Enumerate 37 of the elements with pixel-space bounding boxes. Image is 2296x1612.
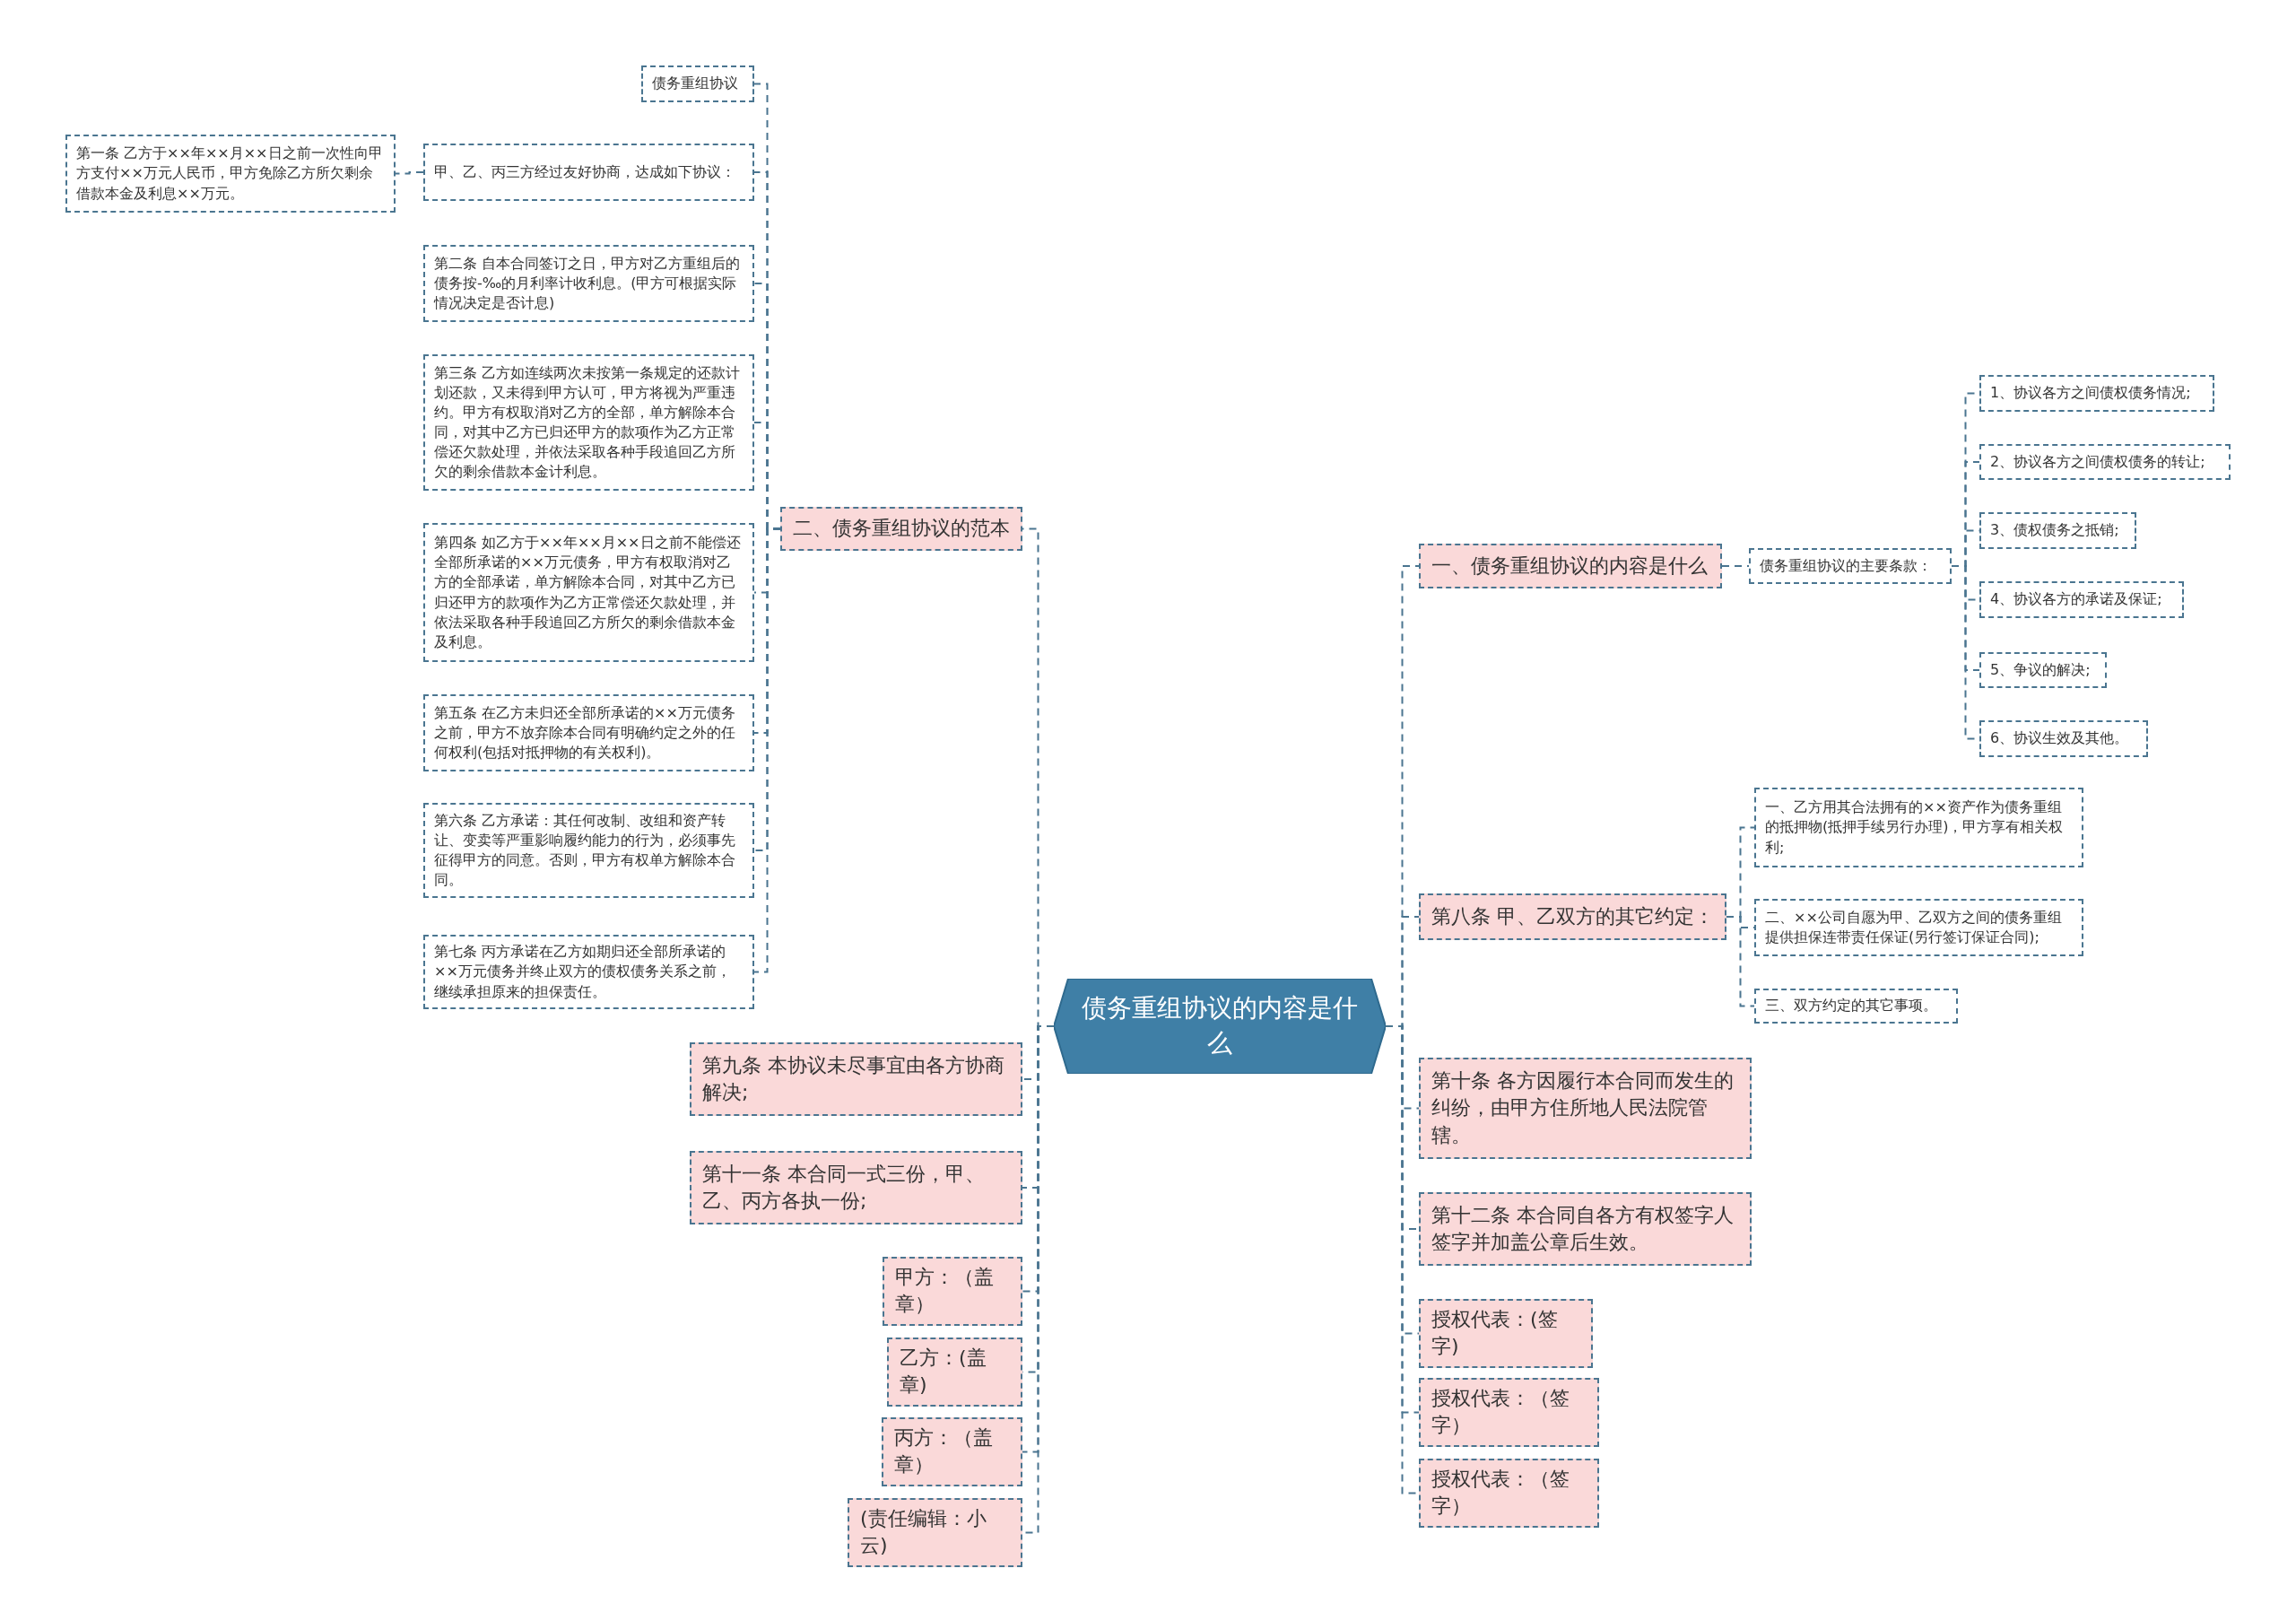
topic-box: 第九条 本协议未尽事宜由各方协商解决; <box>690 1042 1022 1116</box>
note-box: 2、协议各方之间债权债务的转让; <box>1979 444 2231 480</box>
note-box: 第五条 在乙方未归还全部所承诺的××万元债务之前，甲方不放弃除本合同有明确约定之外的任何权利(包括对抵押物的有关权利)。 <box>423 694 754 771</box>
topic-box: 二、债务重组协议的范本 <box>780 507 1022 551</box>
connector <box>1726 916 1755 1007</box>
topic-box: 第十二条 本合同自各方有权签字人签字并加盖公章后生效。 <box>1419 1192 1752 1266</box>
note-box: 4、协议各方的承诺及保证; <box>1979 581 2184 618</box>
note-box: 第一条 乙方于××年××月××日之前一次性向甲方支付××万元人民币，甲方免除乙方所欠剩余借款本金及利息××万元。 <box>65 135 396 213</box>
note-box: 6、协议生效及其他。 <box>1979 720 2148 757</box>
note-box: 1、协议各方之间债权债务情况; <box>1979 375 2214 412</box>
note-box: 一、乙方用其合法拥有的××资产作为债务重组的抵押物(抵押手续另行办理)，甲方享有相关权利; <box>1754 788 2083 867</box>
connector <box>1721 565 1750 567</box>
topic-box: 一、债务重组协议的内容是什么 <box>1419 544 1722 588</box>
central-topic: 债务重组协议的内容是什么 <box>1054 979 1386 1074</box>
note-box: 第二条 自本合同签订之日，甲方对乙方重组后的债务按-‰的月利率计收利息。(甲方可根据实际情况决定是否计息) <box>423 245 754 322</box>
topic-box: 授权代表：（签字） <box>1419 1378 1599 1447</box>
topic-box: (责任编辑：小云) <box>848 1498 1022 1567</box>
note-box: 第七条 丙方承诺在乙方如期归还全部所承诺的××万元债务并终止双方的债权债务关系之前，继续承担原来的担保责任。 <box>423 935 754 1009</box>
topic-box: 授权代表：（签字） <box>1419 1459 1599 1528</box>
note-box: 5、争议的解决; <box>1979 652 2107 688</box>
topic-box: 第十条 各方因履行本合同而发生的纠纷，由甲方住所地人民法院管辖。 <box>1419 1058 1752 1159</box>
note-box: 债务重组协议 <box>641 65 754 102</box>
topic-box: 甲方：（盖章） <box>883 1257 1022 1326</box>
note-box: 甲、乙、丙三方经过友好协商，达成如下协议： <box>423 144 754 201</box>
topic-box: 第十一条 本合同一式三份，甲、乙、丙方各执一份; <box>690 1151 1022 1224</box>
topic-box: 乙方：(盖章) <box>887 1338 1022 1407</box>
note-box: 债务重组协议的主要条款： <box>1749 548 1952 584</box>
note-box: 二、××公司自愿为甲、乙双方之间的债务重组提供担保连带责任保证(另行签订保证合同); <box>1754 899 2083 956</box>
topic-box: 第八条 甲、乙双方的其它约定： <box>1419 893 1726 940</box>
topic-box: 授权代表：(签字) <box>1419 1299 1593 1368</box>
note-box: 三、双方约定的其它事项。 <box>1754 989 1958 1024</box>
connector <box>395 171 424 175</box>
topic-box: 丙方：（盖章） <box>882 1417 1022 1486</box>
note-box: 第六条 乙方承诺：其任何改制、改组和资产转让、变卖等严重影响履约能力的行为，必须事先征得甲方的同意。否则，甲方有权单方解除本合同。 <box>423 803 754 898</box>
note-box: 第三条 乙方如连续两次未按第一条规定的还款计划还款，又未得到甲方认可，甲方将视为严重违约。甲方有权取消对乙方的全部，单方解除本合同，对其中乙方已归还甲方的款项作为乙方正常偿还欠款处理，并依法采取各种手段追回乙方所欠的剩余借款本金计利息。 <box>423 354 754 491</box>
note-box: 第四条 如乙方于××年××月××日之前不能偿还全部所承诺的××万元债务，甲方有权取消对乙方的全部承诺，单方解除本合同，对其中乙方已归还甲方的款项作为乙方正常偿还欠款处理，并依法采取各种手段追回乙方所欠的剩余借款本金及利息。 <box>423 523 754 662</box>
note-box: 3、债权债务之抵销; <box>1979 512 2136 549</box>
